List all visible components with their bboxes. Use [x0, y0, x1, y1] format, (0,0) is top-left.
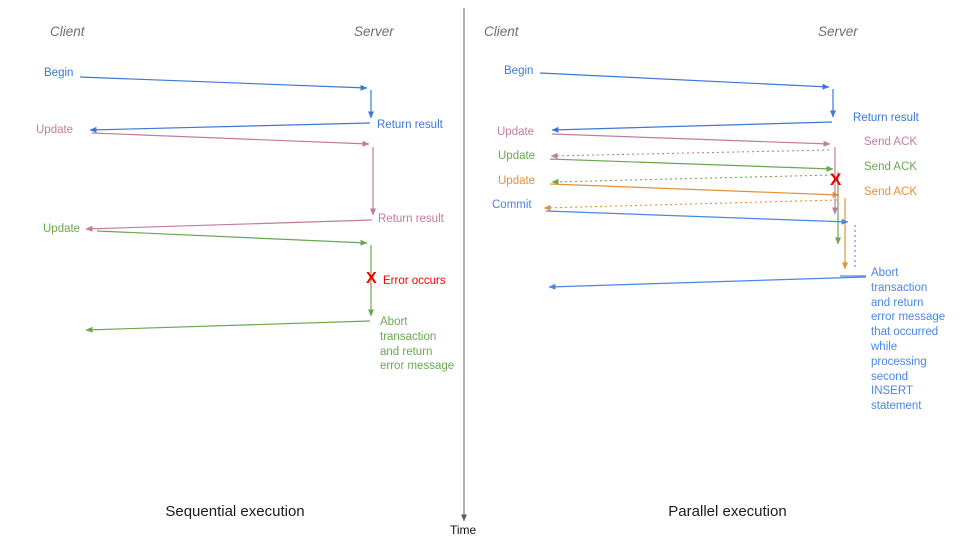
right-panel-title: Parallel execution [668, 503, 787, 520]
right-send-ack-1: Send ACK [864, 136, 918, 148]
left-client-header: Client [50, 24, 85, 39]
left-begin-label: Begin [44, 67, 74, 79]
left-panel-title: Sequential execution [165, 503, 305, 520]
seq-begin-request-arrow [79, 76, 368, 91]
right-server-header: Server [818, 24, 858, 39]
par-commit-request-arrow [545, 210, 849, 225]
right-abort-message: Abort transaction and return error messa… [871, 267, 946, 413]
par-begin-request-arrow [539, 72, 830, 90]
right-update-3-label: Update [498, 175, 536, 187]
right-update-2-label: Update [498, 150, 536, 162]
par-update1-ack-arrow [550, 149, 830, 159]
par-update3-request-arrow [549, 183, 840, 198]
left-return-result-2: Return result [378, 213, 444, 225]
left-error-occurs-label: Error occurs [383, 275, 446, 287]
seq-update1-return-arrow [85, 219, 373, 232]
right-send-ack-3: Send ACK [864, 186, 918, 198]
left-return-result-1: Return result [377, 119, 443, 131]
par-update1-request-arrow [551, 133, 831, 147]
time-axis-label: Time [450, 523, 477, 537]
right-begin-label: Begin [504, 65, 534, 77]
left-update-2-label: Update [43, 223, 81, 235]
par-update2-request-arrow [549, 158, 834, 172]
right-error-x-icon: X [830, 170, 842, 189]
left-server-header: Server [354, 24, 394, 39]
left-update-1-label: Update [36, 124, 74, 136]
seq-abort-return-arrow [85, 320, 371, 333]
right-client-header: Client [484, 24, 519, 39]
left-abort-message: Abort transaction and return error messa… [380, 316, 455, 373]
right-update-1-label: Update [497, 126, 535, 138]
par-update3-ack-arrow [543, 199, 838, 211]
par-update2-ack-arrow [551, 174, 833, 185]
right-commit-label: Commit [492, 199, 532, 211]
seq-update2-request-arrow [96, 230, 368, 246]
right-send-ack-2: Send ACK [864, 161, 918, 173]
seq-begin-return-arrow [89, 122, 371, 133]
par-abort-return-arrow [548, 276, 867, 290]
right-return-result: Return result [853, 112, 919, 124]
seq-update1-request-arrow [91, 132, 370, 147]
par-begin-return-arrow [551, 121, 833, 133]
left-error-x-icon: X [366, 270, 377, 287]
